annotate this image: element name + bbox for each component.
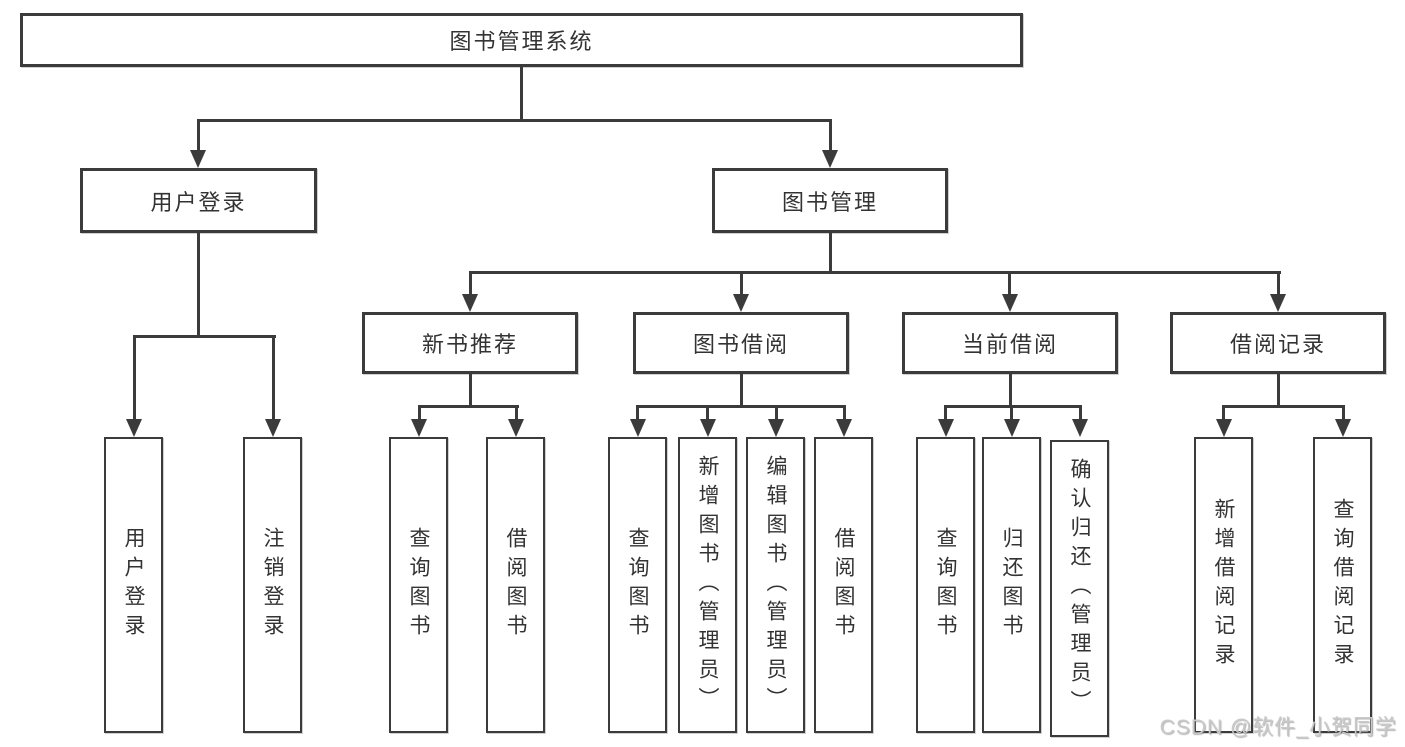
arrowhead-down-icon <box>1004 419 1020 437</box>
connector-line <box>829 233 832 274</box>
connector-line <box>636 405 639 419</box>
connector-line <box>197 119 200 150</box>
arrowhead-down-icon <box>630 419 646 437</box>
node-new-book-recommendation: 新书推荐 <box>362 312 578 374</box>
arrowhead-down-icon <box>508 419 524 437</box>
node-current-borrowing: 当前借阅 <box>902 312 1118 374</box>
leaf-query-borrow-record: 查询借阅记录 <box>1313 437 1372 733</box>
leaf-add-books-admin: 新增图书（管理员） <box>678 437 737 733</box>
connector-line <box>418 405 421 419</box>
connector-line <box>469 271 1281 274</box>
leaf-query-books-borrow: 查询图书 <box>608 437 667 733</box>
leaf-confirm-return-admin: 确认归还（管理员） <box>1050 440 1109 737</box>
node-book-management: 图书管理 <box>712 168 948 233</box>
arrowhead-down-icon <box>700 419 716 437</box>
arrowhead-down-icon <box>1002 294 1018 312</box>
leaf-logout: 注销登录 <box>243 437 302 733</box>
connector-line <box>469 271 472 294</box>
connector-line <box>740 271 743 294</box>
connector-line <box>1222 405 1345 408</box>
node-user-login: 用户登录 <box>80 168 317 233</box>
leaf-query-books-recommend: 查询图书 <box>389 437 448 733</box>
arrowhead-down-icon <box>126 419 142 437</box>
arrowhead-down-icon <box>733 294 749 312</box>
connector-line <box>1342 405 1345 419</box>
connector-line <box>272 335 275 419</box>
arrowhead-down-icon <box>1072 419 1088 437</box>
arrowhead-down-icon <box>265 419 281 437</box>
connector-line <box>829 119 832 150</box>
connector-line <box>740 374 743 408</box>
connector-line <box>1008 271 1011 294</box>
connector-line <box>418 405 519 408</box>
leaf-edit-books-admin: 编辑图书（管理员） <box>746 437 805 733</box>
arrowhead-down-icon <box>822 150 838 168</box>
connector-line <box>133 335 136 419</box>
arrowhead-down-icon <box>462 294 478 312</box>
arrowhead-down-icon <box>836 419 852 437</box>
csdn-watermark: CSDN @软件_小贺同学 <box>1159 716 1397 739</box>
node-book-borrowing: 图书借阅 <box>633 312 849 374</box>
connector-line <box>775 405 778 419</box>
arrowhead-down-icon <box>190 150 206 168</box>
connector-line <box>706 405 709 419</box>
connector-line <box>1009 374 1012 408</box>
connector-line <box>515 405 518 419</box>
connector-line <box>469 374 472 408</box>
connector-line <box>1079 405 1082 419</box>
connector-line <box>197 233 200 338</box>
leaf-query-books-current: 查询图书 <box>916 437 975 733</box>
connector-line <box>944 405 1082 408</box>
node-borrowing-records: 借阅记录 <box>1170 312 1386 374</box>
arrowhead-down-icon <box>938 419 954 437</box>
arrowhead-down-icon <box>1216 419 1232 437</box>
leaf-user-login: 用户登录 <box>104 437 163 733</box>
leaf-borrow-books: 借阅图书 <box>814 437 873 733</box>
arrowhead-down-icon <box>1335 419 1351 437</box>
arrowhead-down-icon <box>768 419 784 437</box>
leaf-borrow-books-recommend: 借阅图书 <box>486 437 545 733</box>
connector-line <box>1277 374 1280 408</box>
connector-line <box>197 119 832 122</box>
arrowhead-down-icon <box>1270 294 1286 312</box>
connector-line <box>520 67 523 121</box>
connector-line <box>636 405 846 408</box>
leaf-add-borrow-record: 新增借阅记录 <box>1194 437 1253 733</box>
connector-line <box>1277 271 1280 294</box>
leaf-return-books: 归还图书 <box>982 437 1041 733</box>
connector-line <box>843 405 846 419</box>
arrowhead-down-icon <box>411 419 427 437</box>
connector-line <box>1010 405 1013 419</box>
connector-line <box>1222 405 1225 419</box>
node-library-management-system: 图书管理系统 <box>20 13 1023 67</box>
connector-line <box>944 405 947 419</box>
connector-line <box>133 335 276 338</box>
